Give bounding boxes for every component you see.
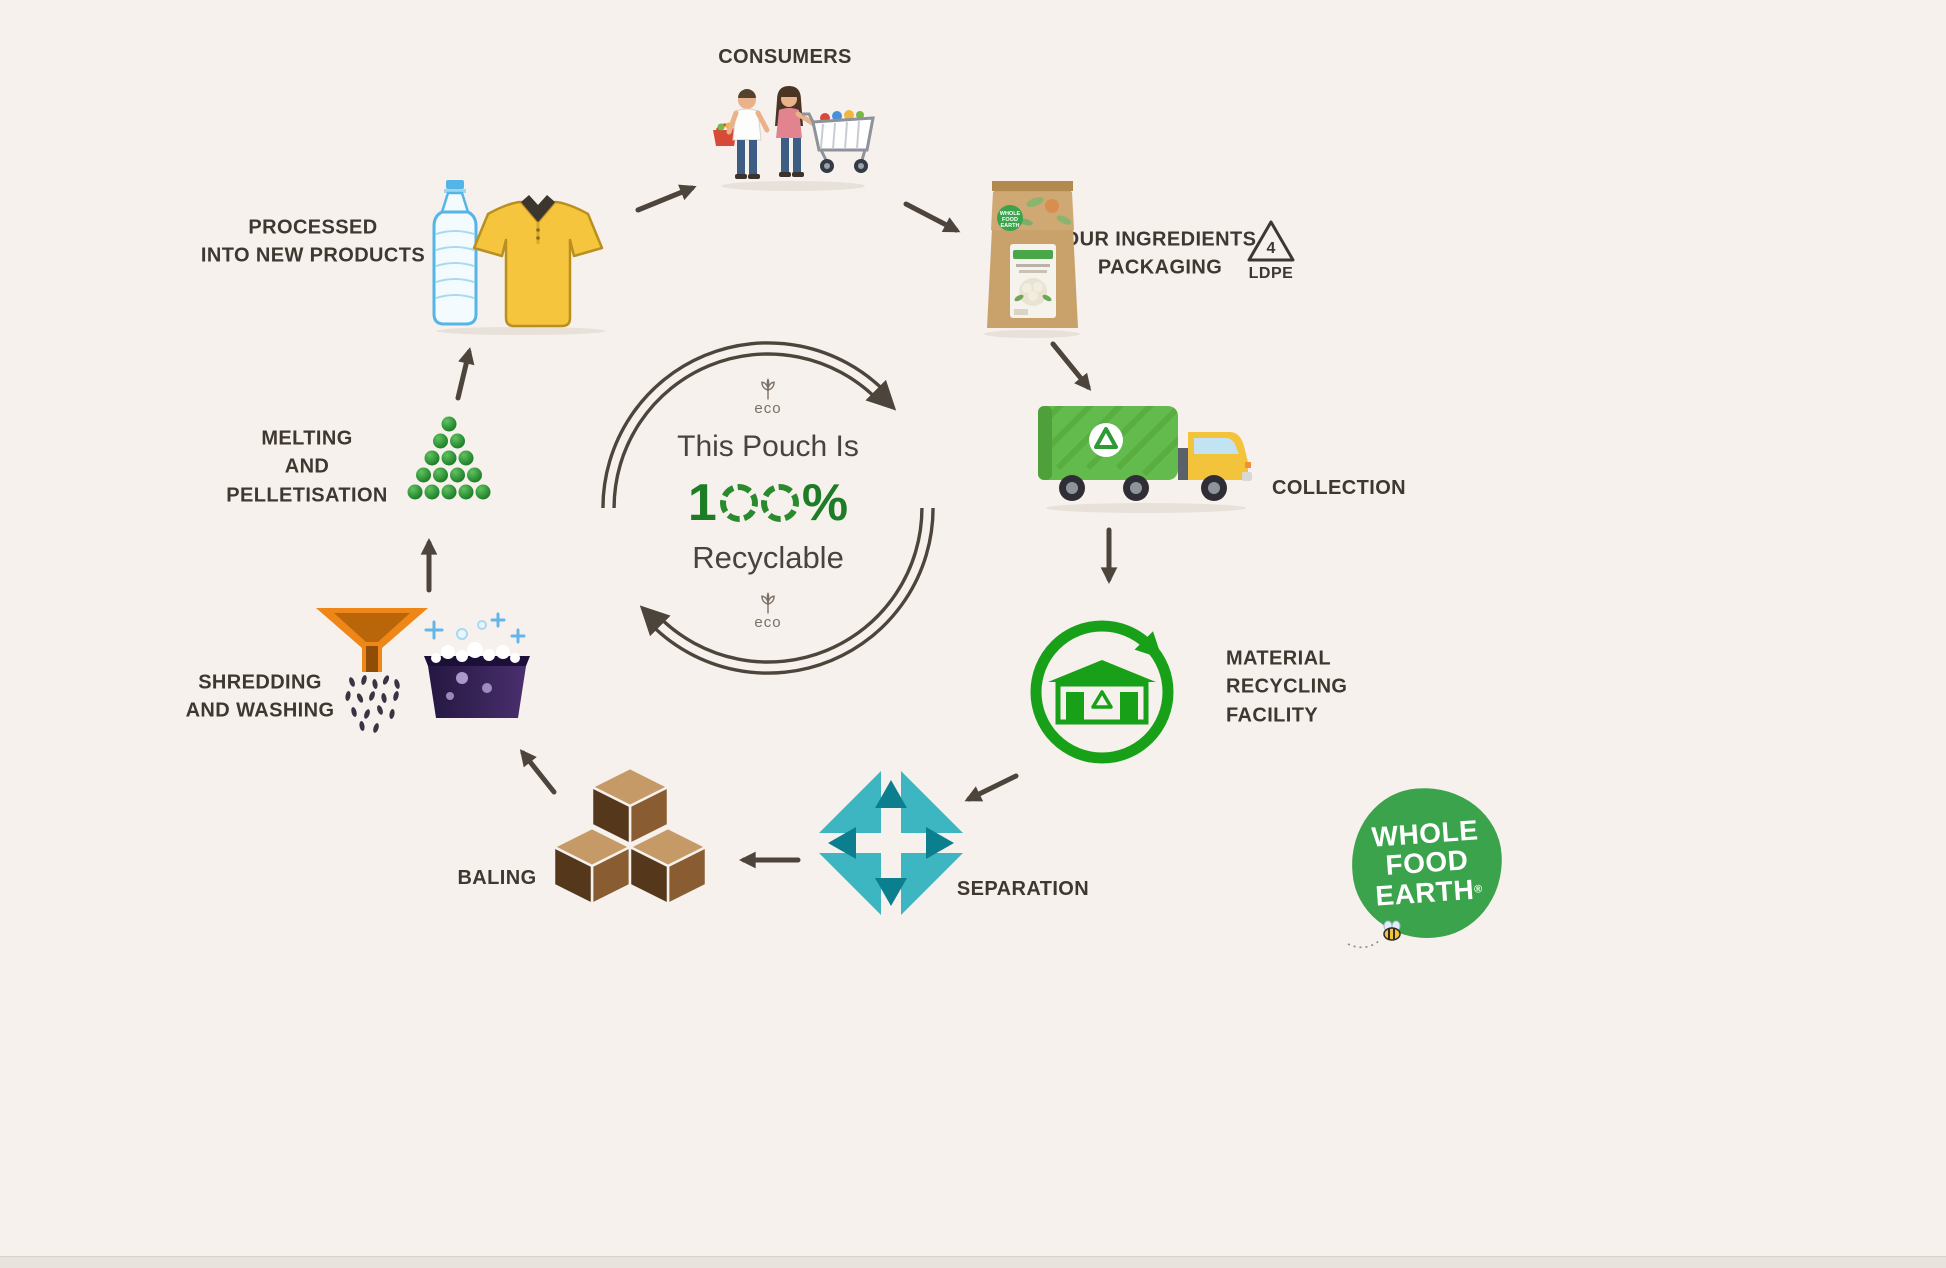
arrow-melting-to-processed [455,347,475,401]
resin-code-block: 4 LDPE [1243,218,1299,283]
table-edge [0,1256,1946,1268]
arrow-consumers-to-packaging [903,201,961,233]
new-products-icon [432,180,606,335]
eco-sprout-icon [761,592,775,614]
stage-label-consumers: CONSUMERS [718,45,852,68]
shredding-washing-icon [316,608,530,733]
separation-icon [806,758,976,928]
stage-label-mrf: MATERIAL RECYCLING FACILITY [1226,647,1348,727]
stage-label-separation: SEPARATION [956,877,1090,900]
percent-zero-icon [719,484,758,522]
ingredients-pouch-icon: WHOLE FOOD EARTH [984,181,1080,338]
circular-recycle-arrows-icon [601,341,935,675]
consumers-icon [713,86,875,191]
registered-mark: ® [1473,882,1484,896]
pouch-brand-line3: EARTH [1001,223,1020,229]
center-text-line1: This Pouch Is [677,430,859,463]
collection-truck-icon [1038,406,1252,513]
percent-digit-one: 1 [687,474,717,532]
stage-label-processed: PROCESSED INTO NEW PRODUCTS [200,216,426,267]
stage-label-collection: COLLECTION [1272,476,1406,499]
stage-label-packaging: OUR INGREDIENTS PACKAGING [1063,228,1257,279]
pellets-icon [407,416,491,500]
percent-zero-icon [760,484,799,522]
ldpe-triangle-icon: 4 [1247,220,1295,262]
eco-sprout-icon [761,378,775,400]
arrow-baling-to-shredding [519,749,557,795]
logo-line3: EARTH® [1374,873,1484,912]
stage-label-baling: BALING [457,866,537,889]
arrow-processed-to-consumers [635,184,697,213]
center-text-line3: Recyclable [692,540,844,575]
eco-label-top: eco [754,400,782,417]
eco-sprout-top: eco [594,378,942,417]
mrf-icon [1030,620,1174,764]
eco-sprout-bottom: eco [594,592,942,631]
bee-icon [1347,920,1401,949]
stage-label-melting: MELTING AND PELLETISATION [226,427,388,507]
resin-code-label: LDPE [1248,265,1294,282]
resin-number: 4 [1267,240,1276,257]
arrow-packaging-to-collection [1050,341,1092,391]
arrow-mrf-to-separation [964,773,1019,802]
recyclable-percent: 1 % [594,474,942,532]
pouch-brand-line2: FOOD [1002,217,1018,223]
percent-sign: % [801,474,849,532]
eco-label-bottom: eco [754,614,782,631]
pouch-brand-line1: WHOLE [1000,211,1021,217]
stage-label-shredding: SHREDDING AND WASHING [185,671,335,722]
baling-icon [552,766,708,906]
center-recyclable-badge: eco This Pouch Is 1 % Recyclable eco [594,334,942,682]
